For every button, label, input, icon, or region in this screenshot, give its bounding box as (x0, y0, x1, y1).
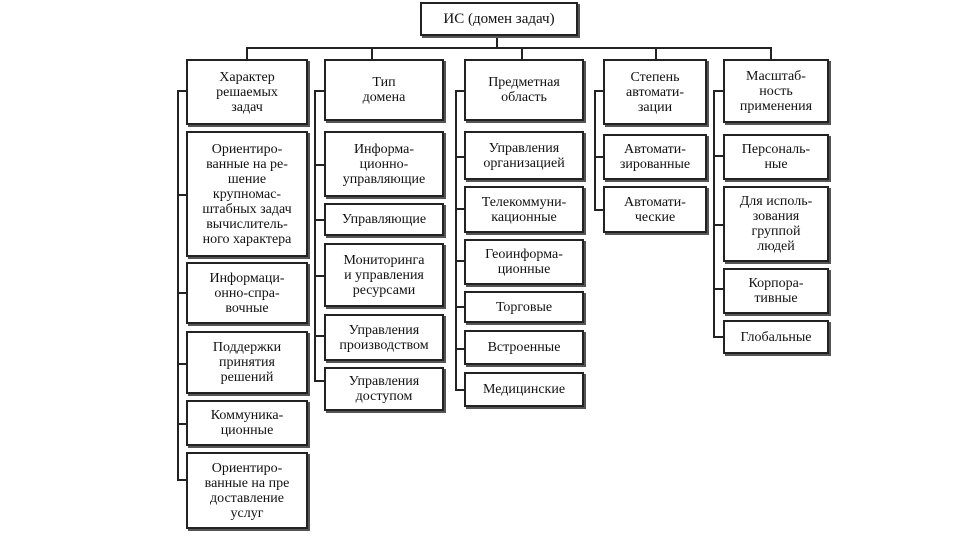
leaf-label: Глобальные (740, 329, 812, 345)
col1-tick (177, 363, 187, 365)
col3-tick (455, 156, 465, 158)
col1-tick (177, 423, 187, 425)
leaf-label: Телекоммуни- кационные (481, 194, 567, 225)
col2-tick (314, 219, 325, 221)
col4-tick (594, 209, 604, 211)
leaf-label: Поддержки принятия решений (212, 340, 282, 385)
col4-tick (594, 156, 604, 158)
leaf-label: Информаци- онно-спра- вочные (209, 270, 285, 316)
leaf-label: Автомати- зированные (619, 142, 691, 172)
category-header-label: Характер решаемых задач (216, 69, 278, 115)
leaf-node: Мониторинга и управления ресурсами (324, 243, 444, 307)
leaf-node: Информа- ционно- управляющие (324, 131, 444, 197)
col3-tick (455, 389, 465, 391)
leaf-node: Ориентиро- ванные на пре доставление усл… (186, 452, 308, 529)
col2-spine (314, 90, 316, 380)
col3-drop (521, 47, 523, 59)
leaf-node: Управления доступом (324, 367, 444, 411)
col5-tick (713, 90, 724, 92)
category-header-automation-level: Степень автомати- зации (603, 59, 707, 125)
category-header-application-scale: Масштаб- ность применения (723, 59, 829, 123)
col1-tick (177, 194, 187, 196)
leaf-label: Торговые (495, 299, 553, 315)
leaf-node: Управления производством (324, 314, 444, 361)
leaf-label: Геоинформа- ционные (485, 247, 563, 277)
leaf-node: Поддержки принятия решений (186, 331, 308, 394)
col2-tick (314, 335, 325, 337)
leaf-node: Автомати- ческие (603, 186, 707, 233)
top-bus-line (246, 47, 770, 49)
col3-tick (455, 90, 465, 92)
category-header-domain-type: Тип домена (324, 59, 444, 121)
leaf-label: Информа- ционно- управляющие (342, 141, 426, 187)
leaf-label: Управления производством (339, 322, 429, 353)
leaf-node: Геоинформа- ционные (464, 239, 584, 285)
leaf-node: Автомати- зированные (603, 134, 707, 180)
leaf-label: Корпора- тивные (748, 276, 804, 306)
leaf-node: Медицинские (464, 372, 584, 407)
col2-tick (314, 90, 325, 92)
col1-tick (177, 90, 187, 92)
leaf-label: Коммуника- ционные (210, 408, 284, 438)
leaf-node: Корпора- тивные (723, 268, 829, 314)
leaf-label: Медицинские (482, 382, 566, 397)
col1-drop (246, 47, 248, 59)
category-header-label: Предметная область (488, 75, 560, 105)
col3-tick (455, 260, 465, 262)
leaf-node: Информаци- онно-спра- вочные (186, 262, 308, 324)
col2-tick (314, 275, 325, 277)
col5-tick (713, 224, 724, 226)
col5-tick (713, 155, 724, 157)
leaf-node: Для исполь- зования группой людей (723, 186, 829, 262)
col4-spine (594, 90, 596, 210)
root-node: ИС (домен задач) (420, 2, 578, 36)
leaf-node: Торговые (464, 291, 584, 323)
leaf-label: Управления организацией (483, 140, 565, 171)
category-header-label: Степень автомати- зации (625, 69, 685, 115)
leaf-label: Автомати- ческие (624, 194, 686, 225)
root-label: ИС (домен задач) (443, 10, 555, 27)
col1-spine (177, 90, 179, 480)
col5-tick (713, 336, 724, 338)
col1-tick (177, 479, 187, 481)
leaf-node: Глобальные (723, 320, 829, 354)
col2-tick (314, 380, 325, 382)
col1-tick (177, 292, 187, 294)
col5-drop (770, 47, 772, 59)
col4-tick (594, 90, 604, 92)
leaf-node: Персональ- ные (723, 134, 829, 180)
leaf-node: Управления организацией (464, 131, 584, 180)
leaf-label: Персональ- ные (741, 142, 811, 172)
leaf-label: Управления доступом (348, 374, 420, 404)
col3-tick (455, 208, 465, 210)
root-connector (496, 36, 498, 48)
category-header-label: Тип домена (362, 75, 406, 105)
col3-spine (455, 90, 457, 390)
col2-tick (314, 164, 325, 166)
col2-drop (371, 47, 373, 59)
leaf-label: Встроенные (487, 340, 561, 355)
leaf-node: Управляющие (324, 203, 444, 236)
leaf-node: Коммуника- ционные (186, 400, 308, 446)
leaf-node: Встроенные (464, 330, 584, 365)
leaf-label: Управляющие (341, 212, 427, 227)
category-header-label: Масштаб- ность применения (739, 68, 813, 114)
leaf-node: Телекоммуни- кационные (464, 186, 584, 233)
category-header-subject-area: Предметная область (464, 59, 584, 121)
col5-spine (713, 90, 715, 336)
category-header-task-type: Характер решаемых задач (186, 59, 308, 125)
leaf-label: Ориентиро- ванные на ре- шение крупномас… (202, 141, 292, 247)
col4-drop (655, 47, 657, 59)
col3-tick (455, 306, 465, 308)
col5-tick (713, 288, 724, 290)
leaf-label: Для исполь- зования группой людей (739, 194, 813, 254)
leaf-node: Ориентиро- ванные на ре- шение крупномас… (186, 131, 308, 257)
col3-tick (455, 348, 465, 350)
leaf-label: Мониторинга и управления ресурсами (343, 252, 425, 298)
leaf-label: Ориентиро- ванные на пре доставление усл… (204, 460, 290, 521)
